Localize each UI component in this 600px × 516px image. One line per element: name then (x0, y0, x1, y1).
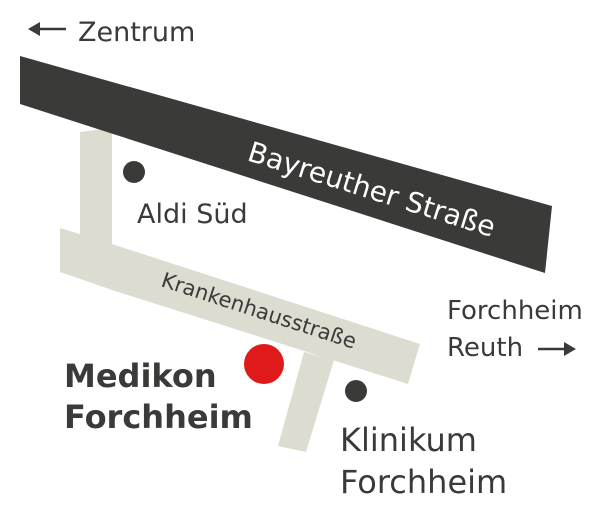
forchheim-reuth-label-line1: Forchheim (447, 296, 583, 326)
zentrum-label: Zentrum (78, 17, 195, 48)
medikon-label-line1: Medikon (64, 357, 217, 395)
klinikum-label-line2: Forchheim (340, 463, 507, 501)
bayreuther-strasse-road (20, 56, 552, 273)
aldi-sued-marker (123, 161, 145, 183)
left-arrow-icon (28, 22, 66, 36)
side-road-vertical-left (80, 128, 112, 256)
krankenhausstrasse-road (60, 228, 420, 384)
side-road-to-medikon (278, 352, 334, 452)
forchheim-reuth-label-line2: Reuth (447, 333, 523, 363)
right-arrow-icon (538, 342, 576, 356)
klinikum-marker (345, 380, 367, 402)
medikon-marker (244, 344, 284, 384)
klinikum-label-line1: Klinikum (340, 421, 477, 459)
aldi-sued-label: Aldi Süd (137, 199, 248, 230)
medikon-label-line2: Forchheim (64, 398, 253, 436)
